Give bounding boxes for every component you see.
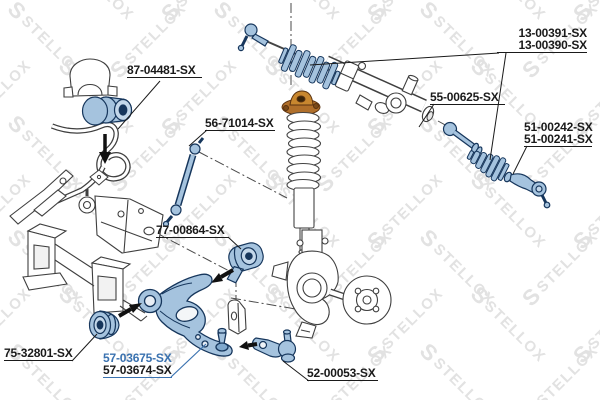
label-axial-rod: 55-00625-SX — [430, 91, 505, 105]
stabilizer-bar-drawing — [50, 121, 131, 204]
control-arm-rear-bushing-part — [226, 242, 264, 284]
bracket-drawing — [227, 299, 247, 335]
label-ball-joint: 52-00053-SX — [307, 367, 378, 381]
control-arm-part — [137, 273, 233, 357]
label-control-arm-front-bushing: 75-32801-SX — [4, 347, 73, 361]
label-tie-rod-end: 51-00242-SX 51-00241-SX — [524, 120, 593, 147]
part-number: 57-03674-SX — [103, 363, 172, 377]
label-control-arm-rear-bushing: 77-00864-SX — [156, 224, 229, 238]
label-stabilizer-link: 56-71014-SX — [205, 117, 275, 131]
stabilizer-bracket-drawing — [63, 58, 118, 98]
coil-spring — [286, 111, 322, 192]
install-arrow-down-icon — [99, 134, 111, 164]
tie-rod-end-right-part — [503, 171, 551, 209]
part-number: 51-00241-SX — [524, 132, 593, 146]
stabilizer-bushing-part — [81, 96, 133, 126]
part-number-link[interactable]: 57-03675-SX — [103, 351, 172, 365]
label-stabilizer-bushing: 87-04481-SX — [127, 64, 202, 78]
control-arm-front-bushing-part — [88, 310, 120, 340]
steering-rack-drawing — [265, 40, 435, 123]
part-number: 13-00391-SX — [518, 26, 587, 40]
part-number: 56-71014-SX — [205, 116, 274, 130]
ball-joint-part — [251, 329, 297, 363]
strut-assembly-drawing — [281, 90, 322, 261]
install-arrow-rear-bushing-icon — [211, 268, 235, 283]
strut-top-mount — [281, 90, 321, 116]
leader-lines — [71, 52, 528, 382]
label-steering-bellow-kit: 13-00391-SX 13-00390-SX — [497, 27, 587, 53]
part-number: 87-04481-SX — [127, 63, 196, 77]
tie-rod-end-left-part — [237, 23, 269, 52]
part-number: 52-00053-SX — [307, 366, 376, 380]
install-arrow-front-bushing-icon — [117, 303, 142, 318]
subframe-drawing — [9, 169, 164, 322]
part-number: 77-00864-SX — [156, 223, 225, 237]
install-arrow-ball-joint-icon — [239, 341, 258, 350]
steering-bellow-left-part — [278, 44, 341, 90]
stabilizer-link-part — [162, 137, 205, 228]
steering-bellow-right-part — [466, 150, 510, 182]
part-number: 13-00390-SX — [518, 38, 587, 52]
knuckle-hub-drawing — [271, 229, 392, 339]
part-number: 55-00625-SX — [430, 90, 499, 104]
part-number: 51-00242-SX — [524, 120, 593, 134]
label-control-arm: 57-03675-SX 57-03674-SX — [103, 352, 172, 378]
part-number: 75-32801-SX — [4, 346, 73, 360]
